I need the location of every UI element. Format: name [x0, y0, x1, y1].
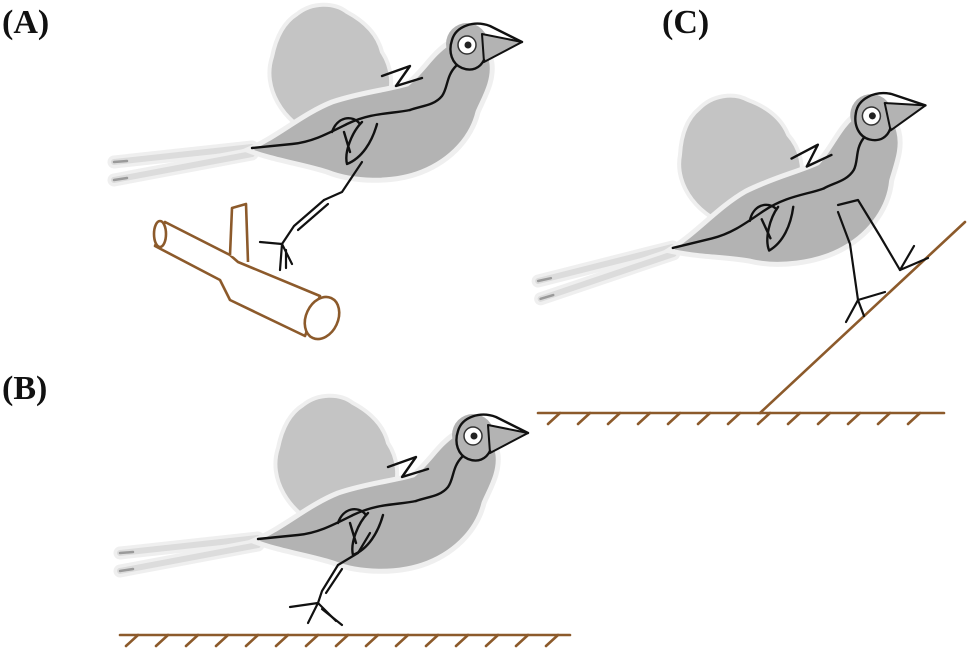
panel-a — [114, 5, 522, 341]
panel-label-b: (B) — [2, 370, 48, 407]
panel-b — [118, 396, 572, 648]
panel-label-c: (C) — [662, 4, 710, 41]
legs-c — [836, 198, 930, 324]
ground-b — [118, 633, 572, 648]
ground-c — [536, 220, 967, 426]
panel-c — [516, 68, 967, 426]
panel-label-a: (A) — [2, 4, 50, 41]
branch — [152, 202, 341, 341]
